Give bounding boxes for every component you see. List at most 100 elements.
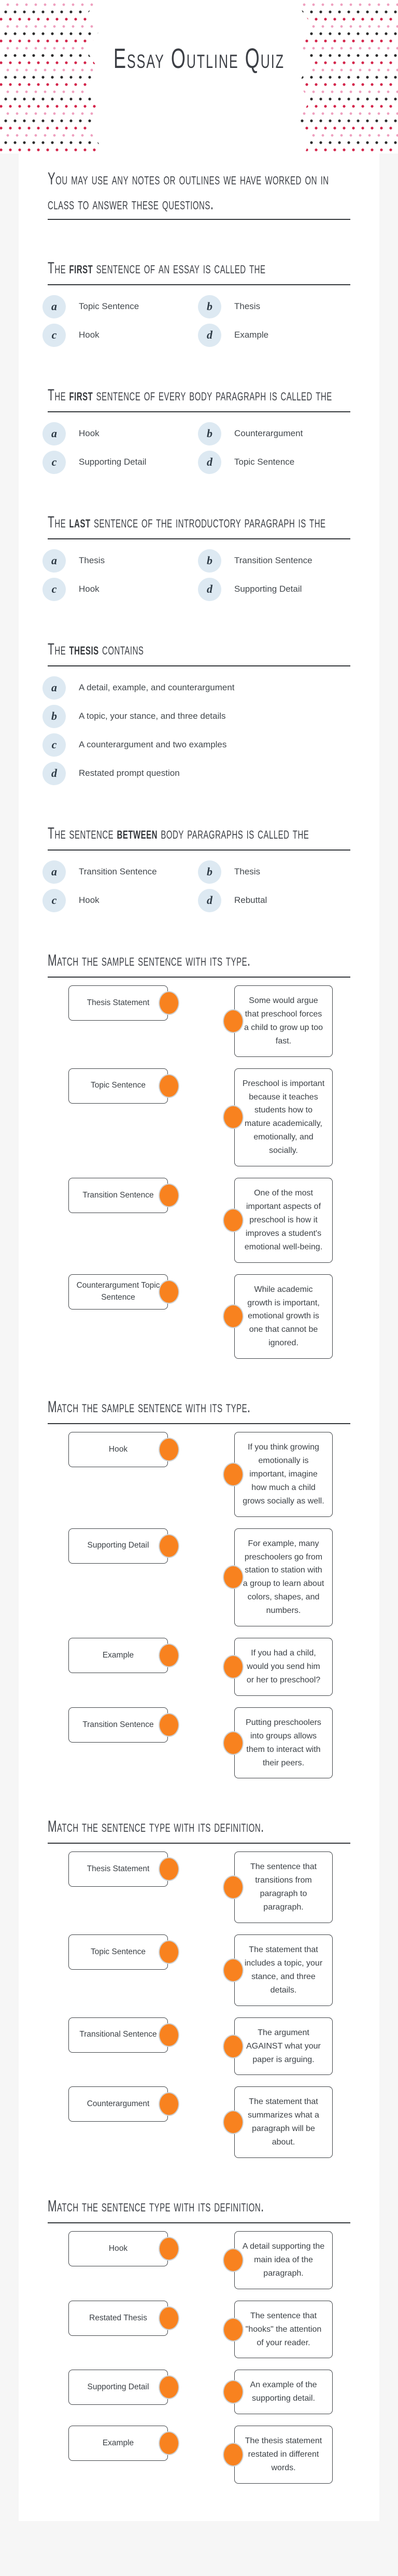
connector-handle[interactable] (223, 1208, 244, 1232)
option-letter-badge[interactable]: c (42, 577, 66, 601)
option-letter-badge[interactable]: b (198, 422, 221, 445)
answer-option-b[interactable]: b Transition Sentence (198, 549, 350, 573)
connector-handle[interactable] (223, 1731, 244, 1755)
connector-handle[interactable] (159, 2306, 179, 2330)
match-definition-box[interactable]: If you had a child, would you send him o… (234, 1638, 333, 1696)
answer-option-a[interactable]: a Transition Sentence (42, 860, 203, 884)
match-term-box[interactable]: Thesis Statement (68, 985, 168, 1021)
match-term-box[interactable]: Hook (68, 2231, 168, 2267)
connector-handle[interactable] (223, 2317, 244, 2342)
answer-option-b[interactable]: b Thesis (198, 860, 350, 884)
match-definition-box[interactable]: Putting preschoolers into groups allows … (234, 1707, 333, 1779)
connector-handle[interactable] (159, 1438, 179, 1462)
option-letter-badge[interactable]: b (198, 860, 221, 884)
option-letter-badge[interactable]: d (198, 577, 221, 601)
match-definition-box[interactable]: While academic growth is important, emot… (234, 1274, 333, 1359)
connector-handle[interactable] (159, 2375, 179, 2400)
match-definition-box[interactable]: Some would argue that preschool forces a… (234, 985, 333, 1057)
connector-handle[interactable] (223, 2110, 244, 2135)
match-term-box[interactable]: Transitional Sentence (68, 2017, 168, 2053)
match-term-box[interactable]: Example (68, 1638, 168, 1674)
connector-handle[interactable] (223, 1565, 244, 1590)
match-definition-box[interactable]: The statement that summarizes what a par… (234, 2086, 333, 2159)
match-definition-box[interactable]: If you think growing emotionally is impo… (234, 1432, 333, 1517)
match-term-box[interactable]: Restated Thesis (68, 2300, 168, 2336)
answer-option-c[interactable]: c Hook (42, 323, 203, 347)
connector-handle[interactable] (159, 1074, 179, 1098)
connector-handle[interactable] (223, 2248, 244, 2272)
match-definition-box[interactable]: The statement that includes a topic, you… (234, 1934, 333, 2006)
match-term-box[interactable]: Transition Sentence (68, 1178, 168, 1214)
connector-handle[interactable] (159, 991, 179, 1015)
answer-option-a[interactable]: a Hook (42, 422, 203, 445)
answer-option-d[interactable]: d Restated prompt question (42, 761, 350, 785)
match-term-box[interactable]: Counterargument Topic Sentence (68, 1274, 168, 1310)
option-letter-badge[interactable]: c (42, 733, 66, 757)
connector-handle[interactable] (223, 1462, 244, 1486)
match-term-box[interactable]: Hook (68, 1432, 168, 1468)
option-letter-badge[interactable]: c (42, 888, 66, 912)
match-definition-box[interactable]: A detail supporting the main idea of the… (234, 2231, 333, 2289)
match-term-box[interactable]: Topic Sentence (68, 1934, 168, 1970)
connector-handle[interactable] (159, 2237, 179, 2261)
connector-handle[interactable] (223, 1958, 244, 1982)
answer-option-d[interactable]: d Topic Sentence (198, 450, 350, 474)
answer-option-c[interactable]: c A counterargument and two examples (42, 733, 350, 757)
connector-handle[interactable] (223, 1875, 244, 1900)
connector-handle[interactable] (159, 1712, 179, 1737)
option-letter-badge[interactable]: a (42, 860, 66, 884)
match-definition-box[interactable]: Preschool is important because it teache… (234, 1068, 333, 1167)
connector-handle[interactable] (159, 1644, 179, 1668)
connector-handle[interactable] (223, 1105, 244, 1130)
answer-option-d[interactable]: d Supporting Detail (198, 577, 350, 601)
connector-handle[interactable] (159, 2092, 179, 2117)
connector-handle[interactable] (159, 2431, 179, 2456)
connector-handle[interactable] (223, 1304, 244, 1329)
answer-option-c[interactable]: c Hook (42, 577, 203, 601)
match-term-box[interactable]: Supporting Detail (68, 1528, 168, 1564)
connector-handle[interactable] (159, 1940, 179, 1965)
option-letter-badge[interactable]: b (42, 704, 66, 728)
answer-option-b[interactable]: b Thesis (198, 295, 350, 318)
connector-handle[interactable] (159, 2023, 179, 2047)
match-definition-box[interactable]: The sentence that "hooks" the attention … (234, 2300, 333, 2359)
answer-option-c[interactable]: c Supporting Detail (42, 450, 203, 474)
option-letter-badge[interactable]: d (198, 450, 221, 474)
option-letter-badge[interactable]: b (198, 295, 221, 318)
option-letter-badge[interactable]: c (42, 323, 66, 347)
answer-option-a[interactable]: a Topic Sentence (42, 295, 203, 318)
answer-option-b[interactable]: b Counterargument (198, 422, 350, 445)
answer-option-b[interactable]: b A topic, your stance, and three detail… (42, 704, 350, 728)
connector-handle[interactable] (159, 1857, 179, 1882)
match-term-box[interactable]: Example (68, 2426, 168, 2461)
connector-handle[interactable] (223, 2380, 244, 2404)
option-letter-badge[interactable]: b (198, 549, 221, 573)
match-definition-box[interactable]: The sentence that transitions from parag… (234, 1851, 333, 1924)
option-letter-badge[interactable]: a (42, 676, 66, 700)
answer-option-d[interactable]: d Rebuttal (198, 888, 350, 912)
match-term-box[interactable]: Topic Sentence (68, 1068, 168, 1104)
option-letter-badge[interactable]: c (42, 450, 66, 474)
answer-option-a[interactable]: a A detail, example, and counterargument (42, 676, 350, 700)
connector-handle[interactable] (159, 1183, 179, 1208)
answer-option-a[interactable]: a Thesis (42, 549, 203, 573)
answer-option-d[interactable]: d Example (198, 323, 350, 347)
answer-option-c[interactable]: c Hook (42, 888, 203, 912)
option-letter-badge[interactable]: a (42, 549, 66, 573)
match-definition-box[interactable]: An example of the supporting detail. (234, 2370, 333, 2415)
match-term-box[interactable]: Counterargument (68, 2086, 168, 2122)
connector-handle[interactable] (223, 1009, 244, 1033)
match-definition-box[interactable]: One of the most important aspects of pre… (234, 1178, 333, 1263)
option-letter-badge[interactable]: a (42, 295, 66, 318)
connector-handle[interactable] (223, 1654, 244, 1679)
option-letter-badge[interactable]: a (42, 422, 66, 445)
option-letter-badge[interactable]: d (198, 323, 221, 347)
option-letter-badge[interactable]: d (198, 888, 221, 912)
connector-handle[interactable] (159, 1534, 179, 1558)
option-letter-badge[interactable]: d (42, 761, 66, 785)
match-term-box[interactable]: Thesis Statement (68, 1851, 168, 1887)
match-term-box[interactable]: Transition Sentence (68, 1707, 168, 1743)
match-definition-box[interactable]: The thesis statement restated in differe… (234, 2426, 333, 2484)
match-term-box[interactable]: Supporting Detail (68, 2370, 168, 2405)
connector-handle[interactable] (223, 2443, 244, 2467)
